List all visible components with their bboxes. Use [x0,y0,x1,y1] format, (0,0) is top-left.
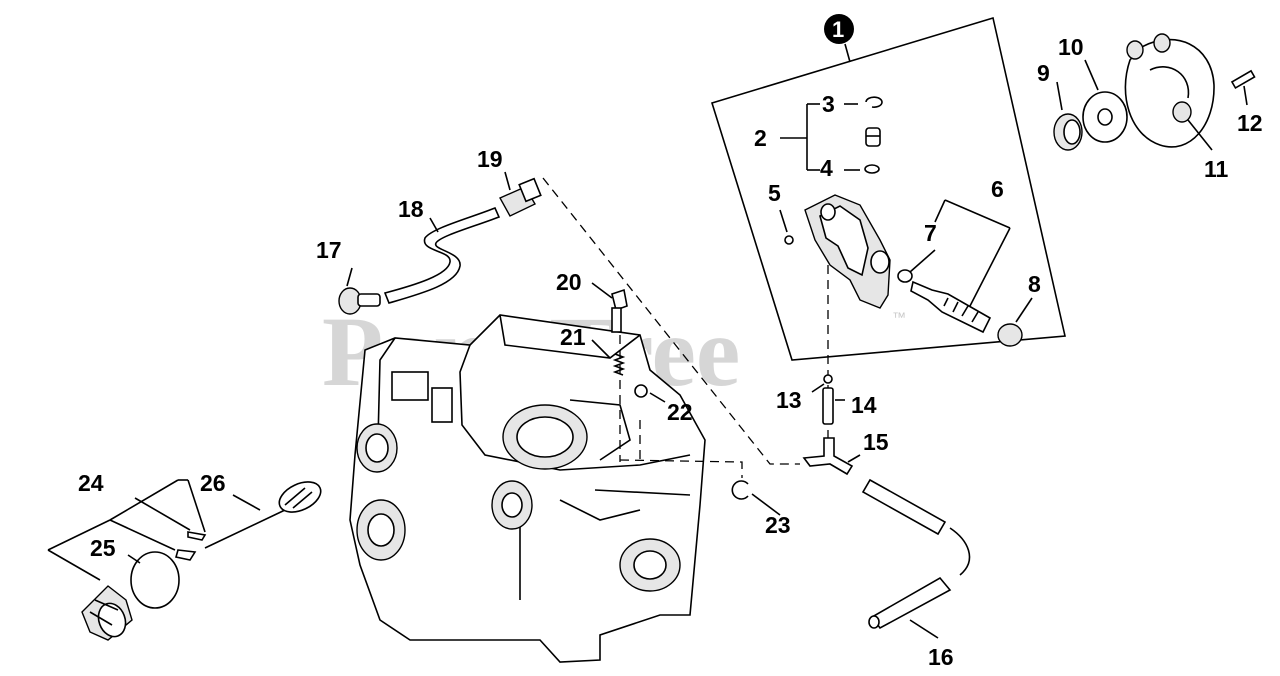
part-14-tube[interactable] [822,387,834,425]
label-2[interactable]: 2 [754,125,767,151]
label-8[interactable]: 8 [1028,271,1041,297]
label-10[interactable]: 10 [1058,34,1084,60]
part-17-fitting[interactable] [338,287,381,315]
assembly-callout-number: 1 [832,17,844,42]
label-21[interactable]: 21 [560,324,586,350]
oil-pump-body[interactable] [804,194,891,309]
part-10-drive-plate[interactable] [1082,91,1128,143]
oil-route-line [619,459,743,478]
assembly-callout-marker[interactable] [824,14,854,44]
part-5-o-ring[interactable] [784,235,794,245]
label-23[interactable]: 23 [765,512,791,538]
label-4[interactable]: 4 [820,155,833,181]
label-26[interactable]: 26 [200,470,226,496]
part-25-o-ring[interactable] [130,551,180,609]
label-22[interactable]: 22 [667,399,693,425]
part-8-cap[interactable] [997,323,1023,347]
label-12[interactable]: 12 [1237,110,1263,136]
part-20-valve[interactable] [611,288,628,333]
label-25[interactable]: 25 [90,535,116,561]
label-20[interactable]: 20 [556,269,582,295]
label-5[interactable]: 5 [768,180,781,206]
crankcase [349,314,706,663]
part-2-adjuster[interactable] [865,127,881,147]
oil-pump-assembly-box: 1 [710,14,1066,361]
part-22-o-ring[interactable] [634,384,648,398]
part-6-worm-shaft[interactable] [910,280,992,334]
part-7-bushing[interactable] [897,269,913,283]
label-7[interactable]: 7 [924,220,937,246]
part-13-o-ring[interactable] [823,374,833,384]
part-24-clamp[interactable] [174,531,207,561]
label-14[interactable]: 14 [851,392,877,418]
label-6[interactable]: 6 [991,176,1004,202]
label-16[interactable]: 16 [928,644,954,670]
oil-route-line [542,177,800,465]
part-25-oil-cap[interactable] [81,585,133,641]
label-18[interactable]: 18 [398,196,424,222]
part-12-bolt[interactable] [1230,69,1256,90]
label-11[interactable]: 11 [1204,156,1229,182]
label-13[interactable]: 13 [776,387,802,413]
label-3[interactable]: 3 [822,91,835,117]
leader-lines [47,59,1248,639]
part-11-cover-plate[interactable] [1124,33,1215,148]
part-9-worm-gear[interactable] [1053,113,1083,151]
label-15[interactable]: 15 [863,429,889,455]
part-15-t-fitting[interactable] [802,437,854,476]
label-24[interactable]: 24 [78,470,104,496]
part-4-o-ring[interactable] [864,164,880,174]
label-19[interactable]: 19 [477,146,503,172]
watermark-trademark: ™ [892,309,906,325]
part-21-spring[interactable] [612,353,626,376]
part-19-connector[interactable] [499,177,542,217]
part-3-clip[interactable] [865,96,883,108]
part-18-oil-hose[interactable] [383,206,501,304]
label-17[interactable]: 17 [316,237,342,263]
part-26-pickup-rod[interactable] [204,476,325,549]
part-23-clip[interactable] [731,480,749,500]
label-9[interactable]: 9 [1037,60,1050,86]
part-16-oil-hose[interactable] [861,478,971,630]
